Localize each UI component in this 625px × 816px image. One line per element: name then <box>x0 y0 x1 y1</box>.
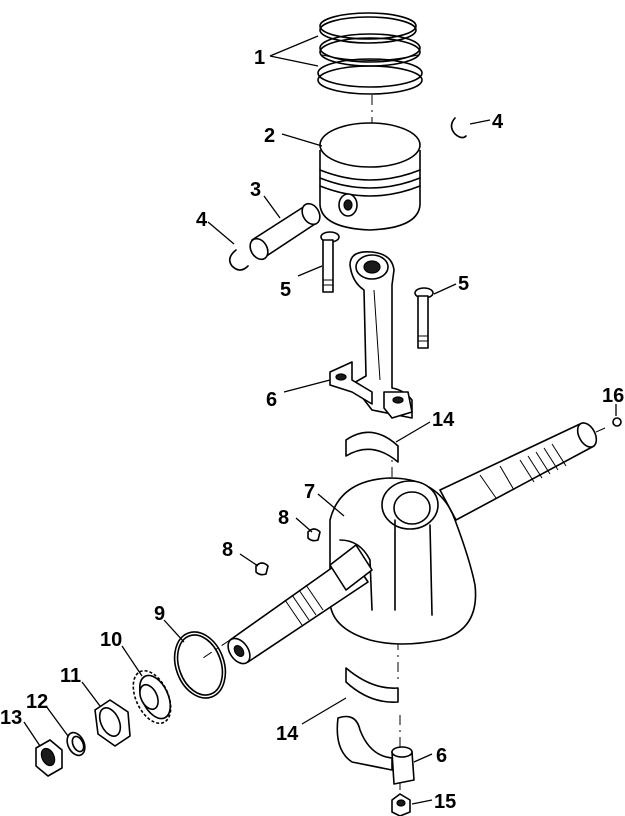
callout-1: 1 <box>254 47 265 69</box>
conrod-cap-upper <box>329 361 413 419</box>
callout-14-upper: 14 <box>432 409 455 431</box>
cap-nut-15 <box>391 793 411 816</box>
callout-2: 2 <box>264 125 275 147</box>
callout-6-lower: 6 <box>436 745 447 767</box>
piston <box>319 122 421 231</box>
nut-13 <box>35 739 63 777</box>
callout-5-left: 5 <box>280 279 291 301</box>
callout-9: 9 <box>154 603 165 625</box>
callout-13: 13 <box>0 707 22 729</box>
gear <box>132 669 172 725</box>
callout-10: 10 <box>100 629 122 651</box>
ball-16 <box>612 417 622 427</box>
washer-12 <box>66 731 86 757</box>
circlip-left <box>228 249 249 271</box>
callout-4-right: 4 <box>492 111 504 133</box>
conrod-bolt-right <box>414 287 434 349</box>
callout-3: 3 <box>250 179 261 201</box>
o-ring <box>173 631 227 699</box>
piston-pin <box>249 202 321 261</box>
bearing-half-lower <box>345 667 399 703</box>
callout-12: 12 <box>26 691 48 713</box>
callout-11: 11 <box>60 665 81 687</box>
woodruff-key-lower <box>255 562 269 576</box>
callout-6-upper: 6 <box>266 389 277 411</box>
callout-8-upper: 8 <box>278 507 289 529</box>
conrod-bolt-left <box>320 231 340 293</box>
callout-16: 16 <box>602 385 624 407</box>
nut-11 <box>94 699 131 747</box>
callout-15: 15 <box>434 791 456 813</box>
callout-5-right: 5 <box>458 273 469 295</box>
callout-labels: 1 2 3 4 4 5 5 6 6 7 8 8 9 10 11 12 13 14… <box>0 47 624 813</box>
piston-rings <box>317 12 423 95</box>
circlip-right <box>450 117 467 139</box>
crankshaft <box>227 422 598 665</box>
leader-lines <box>23 35 617 805</box>
callout-14-lower: 14 <box>276 723 299 745</box>
conrod-cap-lower <box>336 715 415 785</box>
bearing-half-upper <box>345 431 399 463</box>
callout-7: 7 <box>304 481 315 503</box>
callout-4-left: 4 <box>196 209 208 231</box>
connecting-rod <box>349 250 413 419</box>
callout-8-lower: 8 <box>222 539 233 561</box>
